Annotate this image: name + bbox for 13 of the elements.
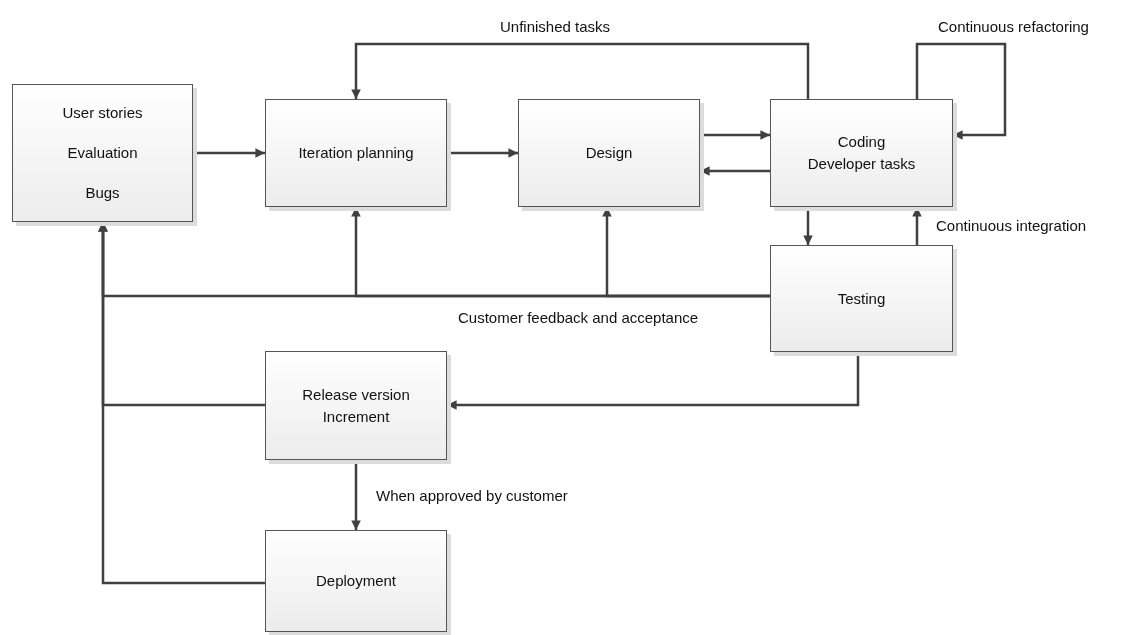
box-label: Iteration planning — [298, 143, 414, 163]
arrow — [351, 42, 810, 99]
box-label: Testing — [837, 288, 886, 309]
box-label: Evaluation — [67, 143, 138, 163]
box-label: Bugs — [85, 183, 120, 203]
box-label: Increment — [322, 406, 390, 427]
arrow — [915, 42, 1007, 140]
box-label: Developer tasks — [807, 154, 916, 174]
box-label: Release version — [302, 384, 410, 405]
box-label: Design — [585, 143, 633, 163]
box-label: User stories — [62, 103, 143, 123]
box-label: Deployment — [315, 571, 396, 591]
box-label: Coding — [837, 132, 886, 152]
